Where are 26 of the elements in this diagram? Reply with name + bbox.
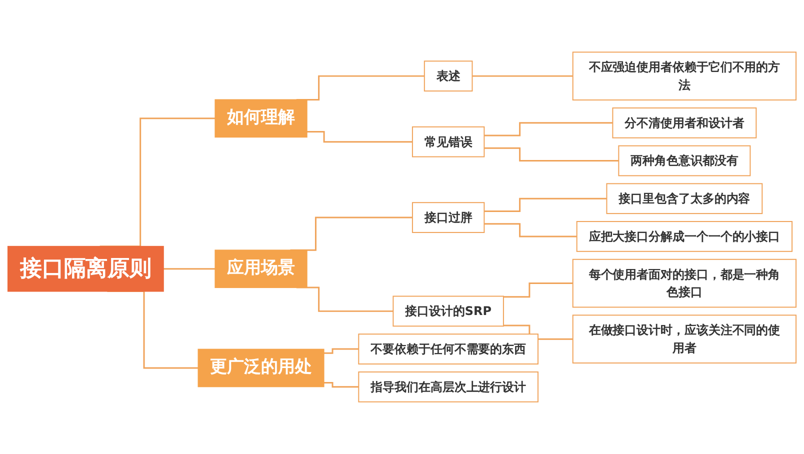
node-box: 指导我们在高层次上进行设计 [358, 371, 538, 402]
connector [163, 268, 216, 270]
node-box: 应用场景 [214, 250, 308, 288]
node-box: 表述 [424, 60, 473, 92]
node-box: 不应强迫使用者依赖于它们不用的方法 [572, 52, 797, 100]
connector [484, 122, 613, 136]
node-box: 应把大接口分解成一个一个的小接口 [576, 221, 793, 252]
connector [503, 282, 573, 298]
node-box: 接口里包含了太多的内容 [606, 183, 763, 214]
node-box: 两种角色意识都没有 [618, 145, 751, 176]
connector [484, 198, 607, 212]
connector [324, 382, 359, 388]
node-box: 分不清使用者和设计者 [612, 107, 757, 138]
connector [484, 223, 577, 238]
connector [472, 75, 573, 77]
node-box: 更广泛的用处 [198, 348, 324, 388]
node-box: 每个使用者面对的接口，都是一种角色接口 [572, 258, 797, 308]
node-box: 在做接口设计时，应该关注不同的使用者 [572, 314, 797, 364]
connector [484, 147, 619, 162]
node-box: 如何理解 [214, 99, 308, 138]
node-box: 接口过胖 [412, 202, 485, 233]
connector [324, 348, 359, 354]
connector [306, 131, 412, 143]
node-box: 接口设计的SRP [392, 296, 504, 327]
node-box: 不要依赖于任何不需要的东西 [358, 334, 538, 364]
node-box: 常见错误 [412, 126, 485, 158]
